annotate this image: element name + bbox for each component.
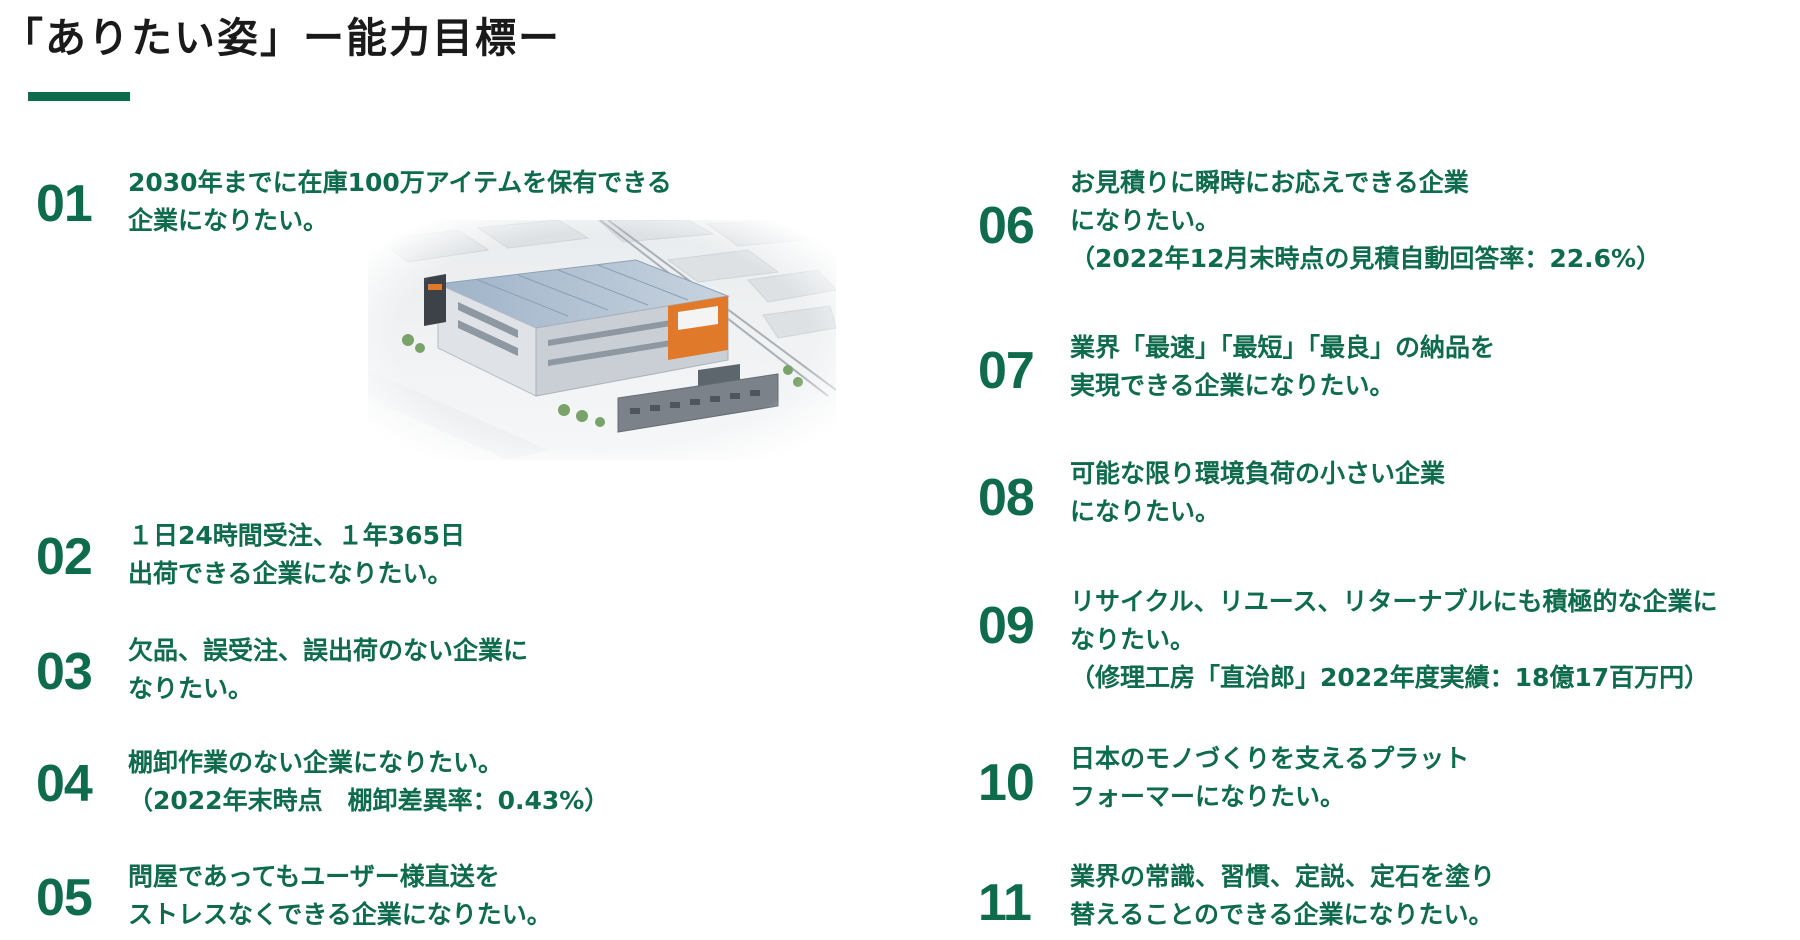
goal-line: になりたい。 [1070, 206, 1221, 235]
goal-line: ストレスなくできる企業になりたい。 [128, 900, 552, 929]
goal-line: 日本のモノづくりを支えるプラット [1070, 744, 1470, 773]
goal-line: 可能な限り環境負荷の小さい企業 [1070, 459, 1446, 488]
goal-number: 07 [978, 342, 1035, 400]
goal-number: 09 [978, 597, 1035, 655]
goal-line: （修理工房「直治郎」2022年度実績：18億17百万円） [1070, 663, 1710, 692]
goal-number: 06 [978, 197, 1035, 255]
goal-text: 業界「最速」「最短」「最良」の納品を 実現できる企業になりたい。 [1070, 329, 1495, 405]
goal-line: 欠品、誤受注、誤出荷のない企業に [128, 636, 529, 665]
goal-line: 出荷できる企業になりたい。 [128, 559, 453, 588]
goal-line: お見積りに瞬時にお応えできる企業 [1070, 168, 1469, 197]
goal-number: 05 [36, 869, 93, 927]
goal-text: １日24時間受注、１年365日 出荷できる企業になりたい。 [128, 517, 465, 593]
goal-number: 11 [978, 874, 1032, 932]
goal-line: 実現できる企業になりたい。 [1070, 371, 1395, 400]
warehouse-building-image [368, 220, 836, 460]
goal-line: なりたい。 [1070, 625, 1196, 654]
goal-line: 業界「最速」「最短」「最良」の納品を [1070, 333, 1496, 362]
goal-line: 業界の常識、習慣、定説、定石を塗り [1070, 862, 1496, 891]
goal-line: （2022年末時点 棚卸差異率：0.43%） [128, 786, 610, 815]
goal-text: 日本のモノづくりを支えるプラット フォーマーになりたい。 [1070, 740, 1469, 816]
page-title: 「ありたい姿」ー能力目標ー [2, 14, 561, 62]
goal-number: 10 [978, 754, 1035, 812]
goal-number: 02 [36, 528, 93, 586]
goal-line: 2030年までに在庫100万アイテムを保有できる [128, 168, 672, 197]
goal-text: 2030年までに在庫100万アイテムを保有できる 企業になりたい。 [128, 164, 672, 240]
goal-line: フォーマーになりたい。 [1070, 782, 1346, 811]
goal-line: （2022年12月末時点の見積自動回答率：22.6%） [1070, 244, 1662, 273]
goal-text: 欠品、誤受注、誤出荷のない企業に なりたい。 [128, 632, 528, 708]
goal-number: 03 [36, 643, 93, 701]
goal-line: リサイクル、リユース、リターナブルにも積極的な企業に [1070, 587, 1718, 616]
goal-line: 問屋であってもユーザー様直送を [128, 862, 500, 891]
goal-line: 替えることのできる企業になりたい。 [1070, 900, 1494, 929]
goal-text: リサイクル、リユース、リターナブルにも積極的な企業に なりたい。 （修理工房「直… [1070, 583, 1718, 697]
goal-number: 01 [36, 175, 93, 233]
goal-line: 棚卸作業のない企業になりたい。 [128, 748, 504, 777]
goal-number: 04 [36, 755, 93, 813]
goal-line: １日24時間受注、１年365日 [128, 521, 465, 550]
goal-text: 問屋であってもユーザー様直送を ストレスなくできる企業になりたい。 [128, 858, 552, 934]
goal-line: になりたい。 [1070, 497, 1221, 526]
goal-text: 業界の常識、習慣、定説、定石を塗り 替えることのできる企業になりたい。 [1070, 858, 1495, 934]
goal-line: 企業になりたい。 [128, 206, 329, 235]
title-underline [28, 92, 130, 101]
goal-line: なりたい。 [128, 674, 254, 703]
goal-number: 08 [978, 469, 1035, 527]
goal-text: 棚卸作業のない企業になりたい。 （2022年末時点 棚卸差異率：0.43%） [128, 744, 609, 820]
goal-text: 可能な限り環境負荷の小さい企業 になりたい。 [1070, 455, 1445, 531]
goal-text: お見積りに瞬時にお応えできる企業 になりたい。 （2022年12月末時点の見積自… [1070, 164, 1661, 278]
